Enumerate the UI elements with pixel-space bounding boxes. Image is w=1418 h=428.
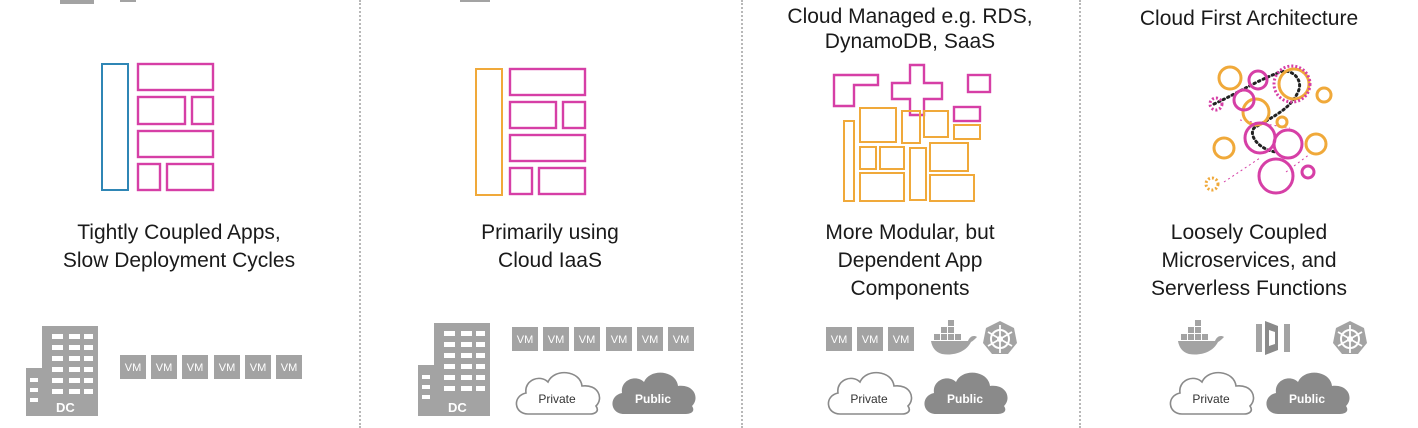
svg-text:VM: VM	[642, 334, 659, 346]
vm-icon: VM	[574, 327, 600, 351]
kubernetes-icon	[983, 321, 1017, 354]
panel-title: Cloud Managed e.g. RDS, DynamoDB, SaaS	[787, 5, 1033, 53]
vm-icon: VM	[543, 327, 569, 351]
monolith-app-diagram	[101, 62, 215, 192]
private-cloud-icon: Private	[827, 371, 913, 415]
private-cloud-label: Private	[850, 392, 888, 406]
vm-row: VM VM VM	[826, 327, 914, 351]
public-cloud-icon: Public	[1266, 372, 1350, 414]
private-cloud-label: Private	[538, 392, 576, 406]
dc-label: DC	[56, 400, 75, 415]
panel-title: Cloud First Architecture	[1139, 7, 1359, 30]
divider	[741, 0, 743, 428]
public-cloud-icon: Public	[924, 372, 1008, 414]
cropped-shape	[460, 0, 490, 2]
microservices-diagram	[1204, 64, 1333, 195]
vm-icon: VM	[888, 327, 914, 351]
svg-text:VM: VM	[611, 334, 628, 346]
panel-cloud-first: Cloud First Architecture	[1080, 0, 1418, 428]
vm-icon: VM	[214, 355, 240, 379]
svg-text:VM: VM	[219, 362, 236, 374]
vm-icon: VM	[245, 355, 271, 379]
vm-icon: VM	[668, 327, 694, 351]
svg-text:VM: VM	[517, 334, 534, 346]
svg-text:VM: VM	[250, 362, 267, 374]
divider	[359, 0, 361, 428]
panel-caption: Tightly Coupled Apps, Slow Deployment Cy…	[62, 221, 296, 272]
panel-cloud-managed: Cloud Managed e.g. RDS, DynamoDB, SaaS M…	[742, 0, 1078, 428]
panel-caption: Loosely Coupled Microservices, and Serve…	[1150, 221, 1348, 300]
panel-caption: More Modular, but Dependent App Componen…	[825, 221, 995, 300]
svg-text:VM: VM	[673, 334, 690, 346]
vm-icon: VM	[276, 355, 302, 379]
cropped-shape	[60, 0, 136, 4]
svg-text:VM: VM	[831, 334, 848, 346]
panel-cloud-iaas: Primarily using Cloud IaaS DC VM VM VM V…	[360, 0, 740, 428]
private-cloud-icon: Private	[1169, 371, 1255, 415]
public-cloud-icon: Public	[612, 372, 696, 414]
vm-icon: VM	[826, 327, 852, 351]
svg-text:VM: VM	[187, 362, 204, 374]
svg-text:VM: VM	[281, 362, 298, 374]
svg-text:VM: VM	[156, 362, 173, 374]
vm-icon: VM	[512, 327, 538, 351]
building-icon: DC	[418, 323, 490, 416]
panel-monolith: Tightly Coupled Apps, Slow Deployment Cy…	[0, 0, 358, 428]
private-cloud-icon: Private	[515, 371, 601, 415]
vm-row: VM VM VM VM VM VM	[512, 327, 694, 351]
lambda-icon	[1256, 321, 1290, 355]
vm-icon: VM	[182, 355, 208, 379]
public-cloud-label: Public	[1289, 392, 1325, 406]
vm-row: VM VM VM VM VM VM	[120, 355, 302, 379]
vm-icon: VM	[151, 355, 177, 379]
vm-icon: VM	[120, 355, 146, 379]
vm-icon: VM	[606, 327, 632, 351]
panel-caption: Primarily using Cloud IaaS	[481, 221, 619, 272]
lift-and-shift-app-diagram	[475, 67, 587, 196]
vm-icon: VM	[857, 327, 883, 351]
docker-icon	[1178, 320, 1224, 355]
public-cloud-label: Public	[635, 392, 671, 406]
svg-text:VM: VM	[893, 334, 910, 346]
svg-text:VM: VM	[125, 362, 142, 374]
kubernetes-icon	[1333, 321, 1367, 354]
svg-text:VM: VM	[862, 334, 879, 346]
svg-text:VM: VM	[548, 334, 565, 346]
dc-label: DC	[448, 400, 467, 415]
modular-app-diagram	[832, 63, 992, 202]
public-cloud-label: Public	[947, 392, 983, 406]
private-cloud-label: Private	[1192, 392, 1230, 406]
vm-icon: VM	[637, 327, 663, 351]
docker-icon	[931, 320, 977, 355]
svg-text:VM: VM	[579, 334, 596, 346]
building-icon: DC	[26, 326, 98, 416]
divider	[1079, 0, 1081, 428]
